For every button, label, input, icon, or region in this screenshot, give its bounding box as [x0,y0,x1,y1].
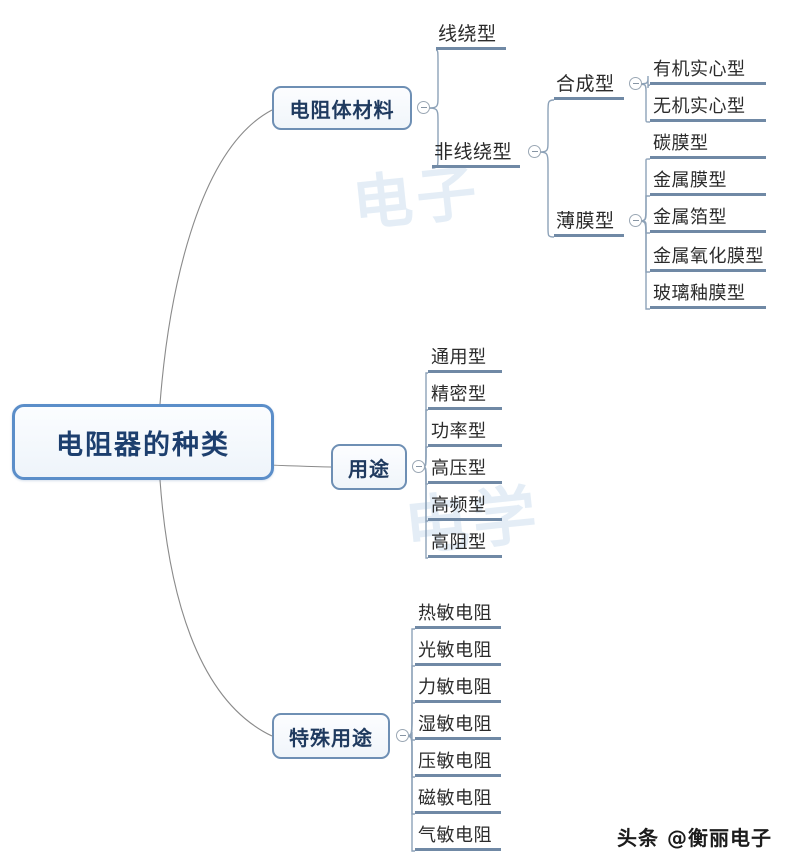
leaf-node-high-voltage-label: 高压型 [431,457,487,479]
leaf-node-organic-solid-label: 有机实心型 [653,58,746,80]
branch-node-material-label: 电阻体材料 [289,97,395,122]
leaf-node-high-resistance[interactable]: 高阻型 [428,526,502,558]
collapse-toggle-synthetic[interactable] [629,77,642,90]
leaf-node-humidity-sensitive-resistor[interactable]: 湿敏电阻 [415,708,501,740]
leaf-node-magneto-resistor[interactable]: 磁敏电阻 [415,782,501,814]
sub-node-synthetic[interactable]: 合成型 [554,68,624,100]
sub-node-non-wirewound-label: 非线绕型 [434,141,513,163]
leaf-node-general-purpose-label: 通用型 [431,346,487,368]
leaf-node-high-frequency[interactable]: 高频型 [428,489,502,521]
leaf-node-gas-sensitive-resistor-label: 气敏电阻 [418,824,492,846]
leaf-node-photoresistor[interactable]: 光敏电阻 [415,634,501,666]
leaf-node-precision-label: 精密型 [431,383,487,405]
leaf-node-force-sensitive-resistor[interactable]: 力敏电阻 [415,671,501,703]
leaf-node-varistor[interactable]: 压敏电阻 [415,745,501,777]
leaf-node-high-resistance-label: 高阻型 [431,531,487,553]
leaf-node-organic-solid[interactable]: 有机实心型 [650,53,766,85]
leaf-node-inorganic-solid[interactable]: 无机实心型 [650,90,766,122]
leaf-node-high-frequency-label: 高频型 [431,494,487,516]
leaf-node-metal-film[interactable]: 金属膜型 [650,164,766,196]
root-node[interactable]: 电阻器的种类 [12,404,274,480]
leaf-node-humidity-sensitive-resistor-label: 湿敏电阻 [418,713,492,735]
leaf-node-glass-glaze-film[interactable]: 玻璃釉膜型 [650,277,766,309]
leaf-node-metal-film-label: 金属膜型 [653,169,727,191]
sub-node-thin-film-label: 薄膜型 [556,210,615,232]
leaf-node-gas-sensitive-resistor[interactable]: 气敏电阻 [415,819,501,851]
leaf-node-metal-foil[interactable]: 金属箔型 [650,201,766,233]
leaf-node-magneto-resistor-label: 磁敏电阻 [418,787,492,809]
leaf-node-high-voltage[interactable]: 高压型 [428,452,502,484]
leaf-node-photoresistor-label: 光敏电阻 [418,639,492,661]
branch-node-material[interactable]: 电阻体材料 [272,86,412,130]
sub-node-thin-film[interactable]: 薄膜型 [554,205,624,237]
branch-node-usage-label: 用途 [348,456,390,481]
branch-node-usage[interactable]: 用途 [331,444,407,490]
collapse-toggle-thin-film[interactable] [629,214,642,227]
leaf-node-thermistor-label: 热敏电阻 [418,602,492,624]
leaf-node-power[interactable]: 功率型 [428,415,502,447]
leaf-node-carbon-film-label: 碳膜型 [653,132,709,154]
collapse-toggle-special-usage[interactable] [396,729,409,742]
leaf-node-thermistor[interactable]: 热敏电阻 [415,597,501,629]
collapse-toggle-non-wirewound[interactable] [528,145,541,158]
leaf-node-metal-foil-label: 金属箔型 [653,206,727,228]
leaf-node-carbon-film[interactable]: 碳膜型 [650,127,766,159]
leaf-node-metal-oxide-film[interactable]: 金属氧化膜型 [650,240,766,272]
leaf-node-metal-oxide-film-label: 金属氧化膜型 [653,245,764,267]
sub-node-non-wirewound[interactable]: 非线绕型 [432,136,520,168]
sub-node-wirewound-label: 线绕型 [438,23,497,45]
root-node-label: 电阻器的种类 [56,429,230,461]
branch-node-special-usage[interactable]: 特殊用途 [272,713,390,759]
leaf-node-power-label: 功率型 [431,420,487,442]
sub-node-wirewound[interactable]: 线绕型 [436,18,506,50]
attribution-text: 头条 @衡丽电子 [617,826,772,850]
collapse-toggle-usage[interactable] [412,460,425,473]
sub-node-synthetic-label: 合成型 [556,73,615,95]
leaf-node-varistor-label: 压敏电阻 [418,750,492,772]
leaf-node-force-sensitive-resistor-label: 力敏电阻 [418,676,492,698]
branch-node-special-usage-label: 特殊用途 [289,725,373,750]
leaf-node-precision[interactable]: 精密型 [428,378,502,410]
leaf-node-inorganic-solid-label: 无机实心型 [653,95,746,117]
leaf-node-glass-glaze-film-label: 玻璃釉膜型 [653,282,746,304]
leaf-node-general-purpose[interactable]: 通用型 [428,341,502,373]
collapse-toggle-material[interactable] [417,101,430,114]
